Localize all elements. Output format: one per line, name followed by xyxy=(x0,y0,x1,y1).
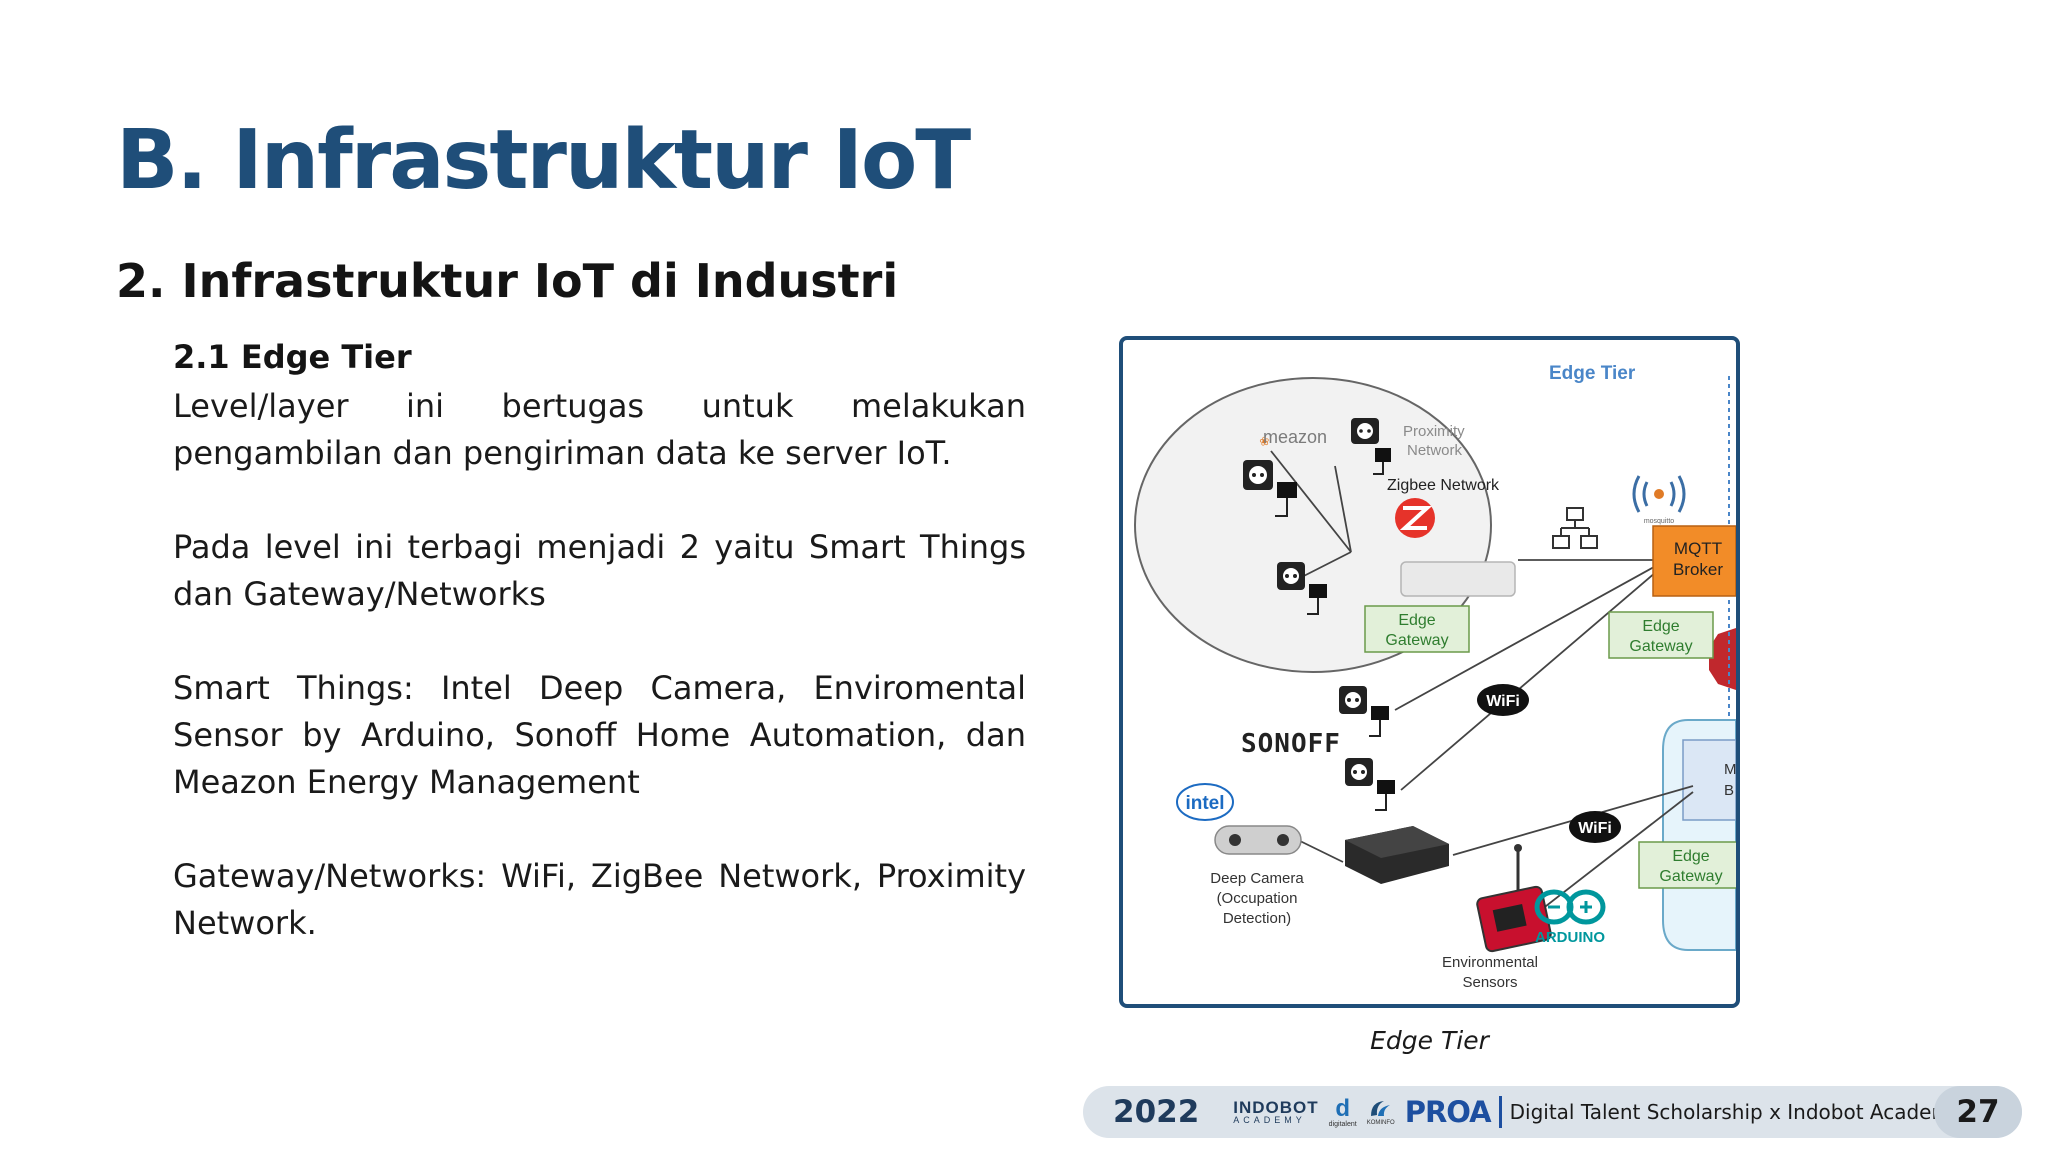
mqtt-broker-label: Broker xyxy=(1673,560,1723,579)
proximity-network-label: Network xyxy=(1407,442,1463,459)
cropped-label: B xyxy=(1724,782,1734,799)
mini-computer-icon xyxy=(1345,826,1449,884)
wifi-label: WiFi xyxy=(1578,820,1612,837)
smart-plug-icon xyxy=(1277,562,1327,615)
edge-gateway-label: Gateway xyxy=(1659,868,1722,885)
indobot-academy-logo: INDOBOT ACADEMY xyxy=(1233,1098,1319,1125)
smart-plug-icon xyxy=(1345,758,1395,811)
edge-gateway-box xyxy=(1364,605,1470,653)
slide-subtitle: 2. Infrastruktur IoT di Industri xyxy=(116,254,899,308)
edge-tier-diagram: Edge Tier ❀ meazon xyxy=(1119,336,1740,1008)
smart-plug-icon xyxy=(1243,460,1297,517)
cropped-label: M xyxy=(1724,761,1736,778)
wifi-label: WiFi xyxy=(1486,693,1520,710)
footer-bar: 2022 INDOBOT ACADEMY d digitalent KOMINF… xyxy=(1083,1086,2022,1138)
deep-camera-label: Deep Camera xyxy=(1210,870,1304,887)
deep-camera-icon xyxy=(1214,825,1302,855)
zigbee-icon xyxy=(1395,498,1435,538)
mqtt-broker-label: MQTT xyxy=(1674,539,1722,558)
mosquitto-label: mosquitto xyxy=(1644,518,1674,525)
edge-tier-svg: Edge Tier ❀ meazon xyxy=(1134,363,1736,991)
smart-plug-icon xyxy=(1339,686,1389,737)
section-heading: 2.1 Edge Tier xyxy=(173,338,412,376)
deep-camera-label: (Occupation xyxy=(1217,890,1298,907)
footer-tagline: Digital Talent Scholarship x Indobot Aca… xyxy=(1509,1100,1963,1124)
link-line xyxy=(1334,465,1352,553)
edge-gateway-box xyxy=(1638,841,1736,889)
wifi-icon: WiFi xyxy=(1477,684,1529,716)
paragraph-smart-things: Smart Things: Intel Deep Camera, Envirom… xyxy=(173,669,1026,802)
kominfo-logo: KOMINFO xyxy=(1367,1098,1395,1126)
arduino-logo xyxy=(1534,889,1606,925)
environmental-sensors-label: Sensors xyxy=(1462,974,1517,991)
broker-box-cropped xyxy=(1682,739,1736,821)
link-line xyxy=(1394,561,1664,711)
network-switch-icon xyxy=(1552,507,1598,549)
smart-plug-icon xyxy=(1351,418,1391,475)
proa-logo: PROA xyxy=(1404,1095,1492,1129)
gateway-device-icon xyxy=(1400,561,1516,597)
proximity-network-label: Proximity xyxy=(1403,423,1465,440)
kominfo-icon xyxy=(1370,1101,1390,1116)
digitalent-logo: d digitalent xyxy=(1328,1094,1357,1128)
meazon-icon: ❀ xyxy=(1258,434,1270,449)
meazon-logo: meazon xyxy=(1263,427,1327,447)
paragraph-levels: Pada level ini terbagi menjadi 2 yaitu S… xyxy=(173,528,1026,614)
link-line xyxy=(1270,450,1352,553)
paragraph-gateway-networks: Gateway/Networks: WiFi, ZigBee Network, … xyxy=(173,857,1026,943)
edge-gateway-label: Gateway xyxy=(1385,632,1448,649)
link-line xyxy=(1400,565,1664,791)
page-number: 27 xyxy=(1934,1086,2022,1138)
wifi-icon: WiFi xyxy=(1569,811,1621,843)
slide-title: B. Infrastruktur IoT xyxy=(116,113,971,208)
arduino-label: ARDUINO xyxy=(1535,929,1605,946)
intel-logo: intel xyxy=(1176,783,1234,821)
link-line xyxy=(1527,791,1694,921)
zigbee-network-label: Zigbee Network xyxy=(1387,477,1500,494)
footer-divider xyxy=(1498,1096,1502,1128)
zigbee-network-area xyxy=(1134,377,1492,673)
sonoff-logo: SONOFF xyxy=(1241,729,1341,759)
link-line xyxy=(1297,839,1344,863)
environmental-sensors-label: Environmental xyxy=(1442,954,1538,971)
edge-gateway-label: Edge xyxy=(1672,848,1709,865)
footer-year: 2022 xyxy=(1113,1094,1200,1130)
deep-camera-label: Detection) xyxy=(1223,910,1291,927)
edge-gateway-label: Gateway xyxy=(1629,638,1692,655)
svg-text:intel: intel xyxy=(1185,793,1224,814)
mqtt-broker-box xyxy=(1652,525,1736,597)
edge-tier-label: Edge Tier xyxy=(1549,363,1636,384)
edge-gateway-label: Edge xyxy=(1642,618,1679,635)
partner-logos: INDOBOT ACADEMY d digitalent KOMINFO PRO… xyxy=(1233,1094,1492,1129)
mosquitto-icon xyxy=(1632,475,1686,513)
figure-caption: Edge Tier xyxy=(1370,1026,1489,1055)
environmental-sensor-icon xyxy=(1476,844,1552,953)
edge-gateway-box xyxy=(1608,611,1714,659)
content-column: 2.1 Edge Tier Level/layer ini bertugas u… xyxy=(173,336,1026,994)
edge-gateway-label: Edge xyxy=(1398,612,1435,629)
paragraph-intro: Level/layer ini bertugas untuk melakukan… xyxy=(173,387,1026,473)
